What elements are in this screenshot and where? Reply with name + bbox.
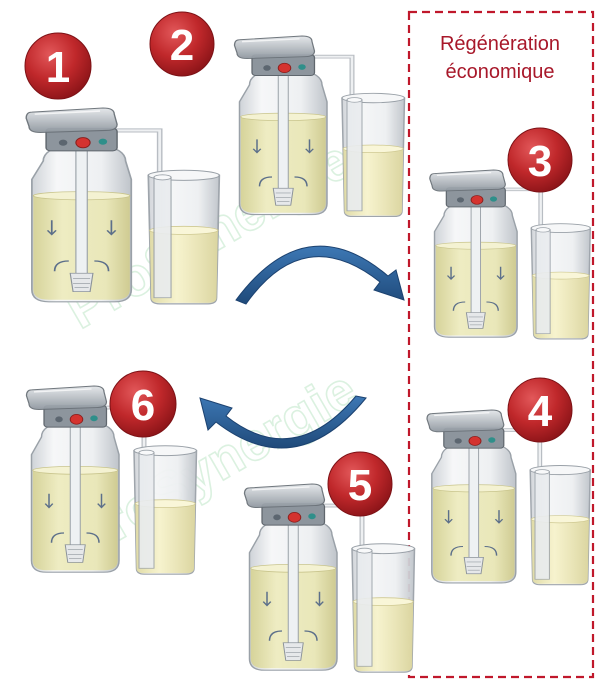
step-number-4: 4	[528, 387, 553, 436]
softener-step-4	[427, 410, 590, 585]
title-line-1: Régénération	[439, 33, 561, 55]
title-line-2: économique	[445, 61, 555, 83]
step-badge-6: 6	[109, 370, 177, 438]
economic-regeneration-title: Régénération économique	[412, 30, 588, 86]
step-badge-1: 1	[24, 32, 92, 100]
softener-step-3	[430, 170, 590, 339]
cycle-arrow-forward	[235, 245, 405, 305]
softener-step-2	[235, 36, 405, 216]
step-number-3: 3	[528, 137, 552, 186]
softener-step-1	[26, 108, 219, 304]
economic-regeneration-frame	[407, 10, 595, 679]
step-number-6: 6	[131, 381, 155, 430]
cycle-arrow-return	[199, 395, 367, 449]
step-number-2: 2	[170, 21, 194, 70]
step-badge-2: 2	[149, 11, 215, 77]
step-number-1: 1	[46, 43, 70, 92]
step-badge-4: 4	[507, 377, 573, 443]
step-badge-5: 5	[327, 451, 393, 517]
softener-step-5	[245, 484, 415, 672]
step-number-5: 5	[348, 461, 372, 510]
step-badge-3: 3	[507, 127, 573, 193]
